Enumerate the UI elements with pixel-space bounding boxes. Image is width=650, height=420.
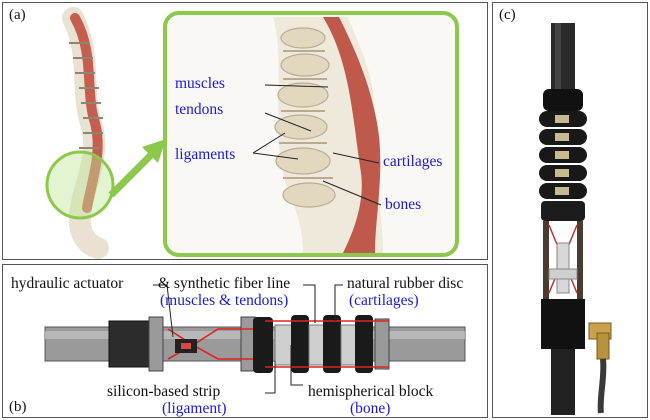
panel-c: (c) <box>492 2 648 418</box>
label-hemispherical-block: hemispherical block <box>308 383 433 401</box>
prototype-disc-stack <box>539 89 587 221</box>
label-bone: (bone) <box>350 400 390 418</box>
label-bones: bones <box>385 196 421 214</box>
label-hydraulic-actuator: hydraulic actuator <box>11 275 123 293</box>
hydraulic-fitting <box>589 323 611 413</box>
label-muscles: muscles <box>175 75 225 93</box>
panel-b: hydraulic actuator & synthetic fiber lin… <box>2 264 488 418</box>
highlight-circle <box>47 152 113 218</box>
label-tendons: tendons <box>175 101 223 119</box>
label-rubber-disc: natural rubber disc <box>347 275 463 293</box>
label-ligaments: ligaments <box>175 146 235 164</box>
label-muscles-tendons: (muscles & tendons) <box>160 292 288 310</box>
label-cartilages: cartilages <box>383 153 442 171</box>
spine-illustration <box>3 3 488 260</box>
prototype-photo <box>493 3 648 418</box>
panel-a: (a) <box>2 2 488 260</box>
lower-block <box>541 299 585 349</box>
panel-b-label: (b) <box>9 399 27 416</box>
label-silicon-strip: silicon-based strip <box>107 383 220 401</box>
label-cartilages-b: (cartilages) <box>349 292 419 310</box>
label-synthetic-fiber: & synthetic fiber line <box>158 275 290 293</box>
zoom-arrow <box>111 139 166 195</box>
label-ligament: (ligament) <box>162 400 227 418</box>
actuator-body <box>109 321 151 367</box>
